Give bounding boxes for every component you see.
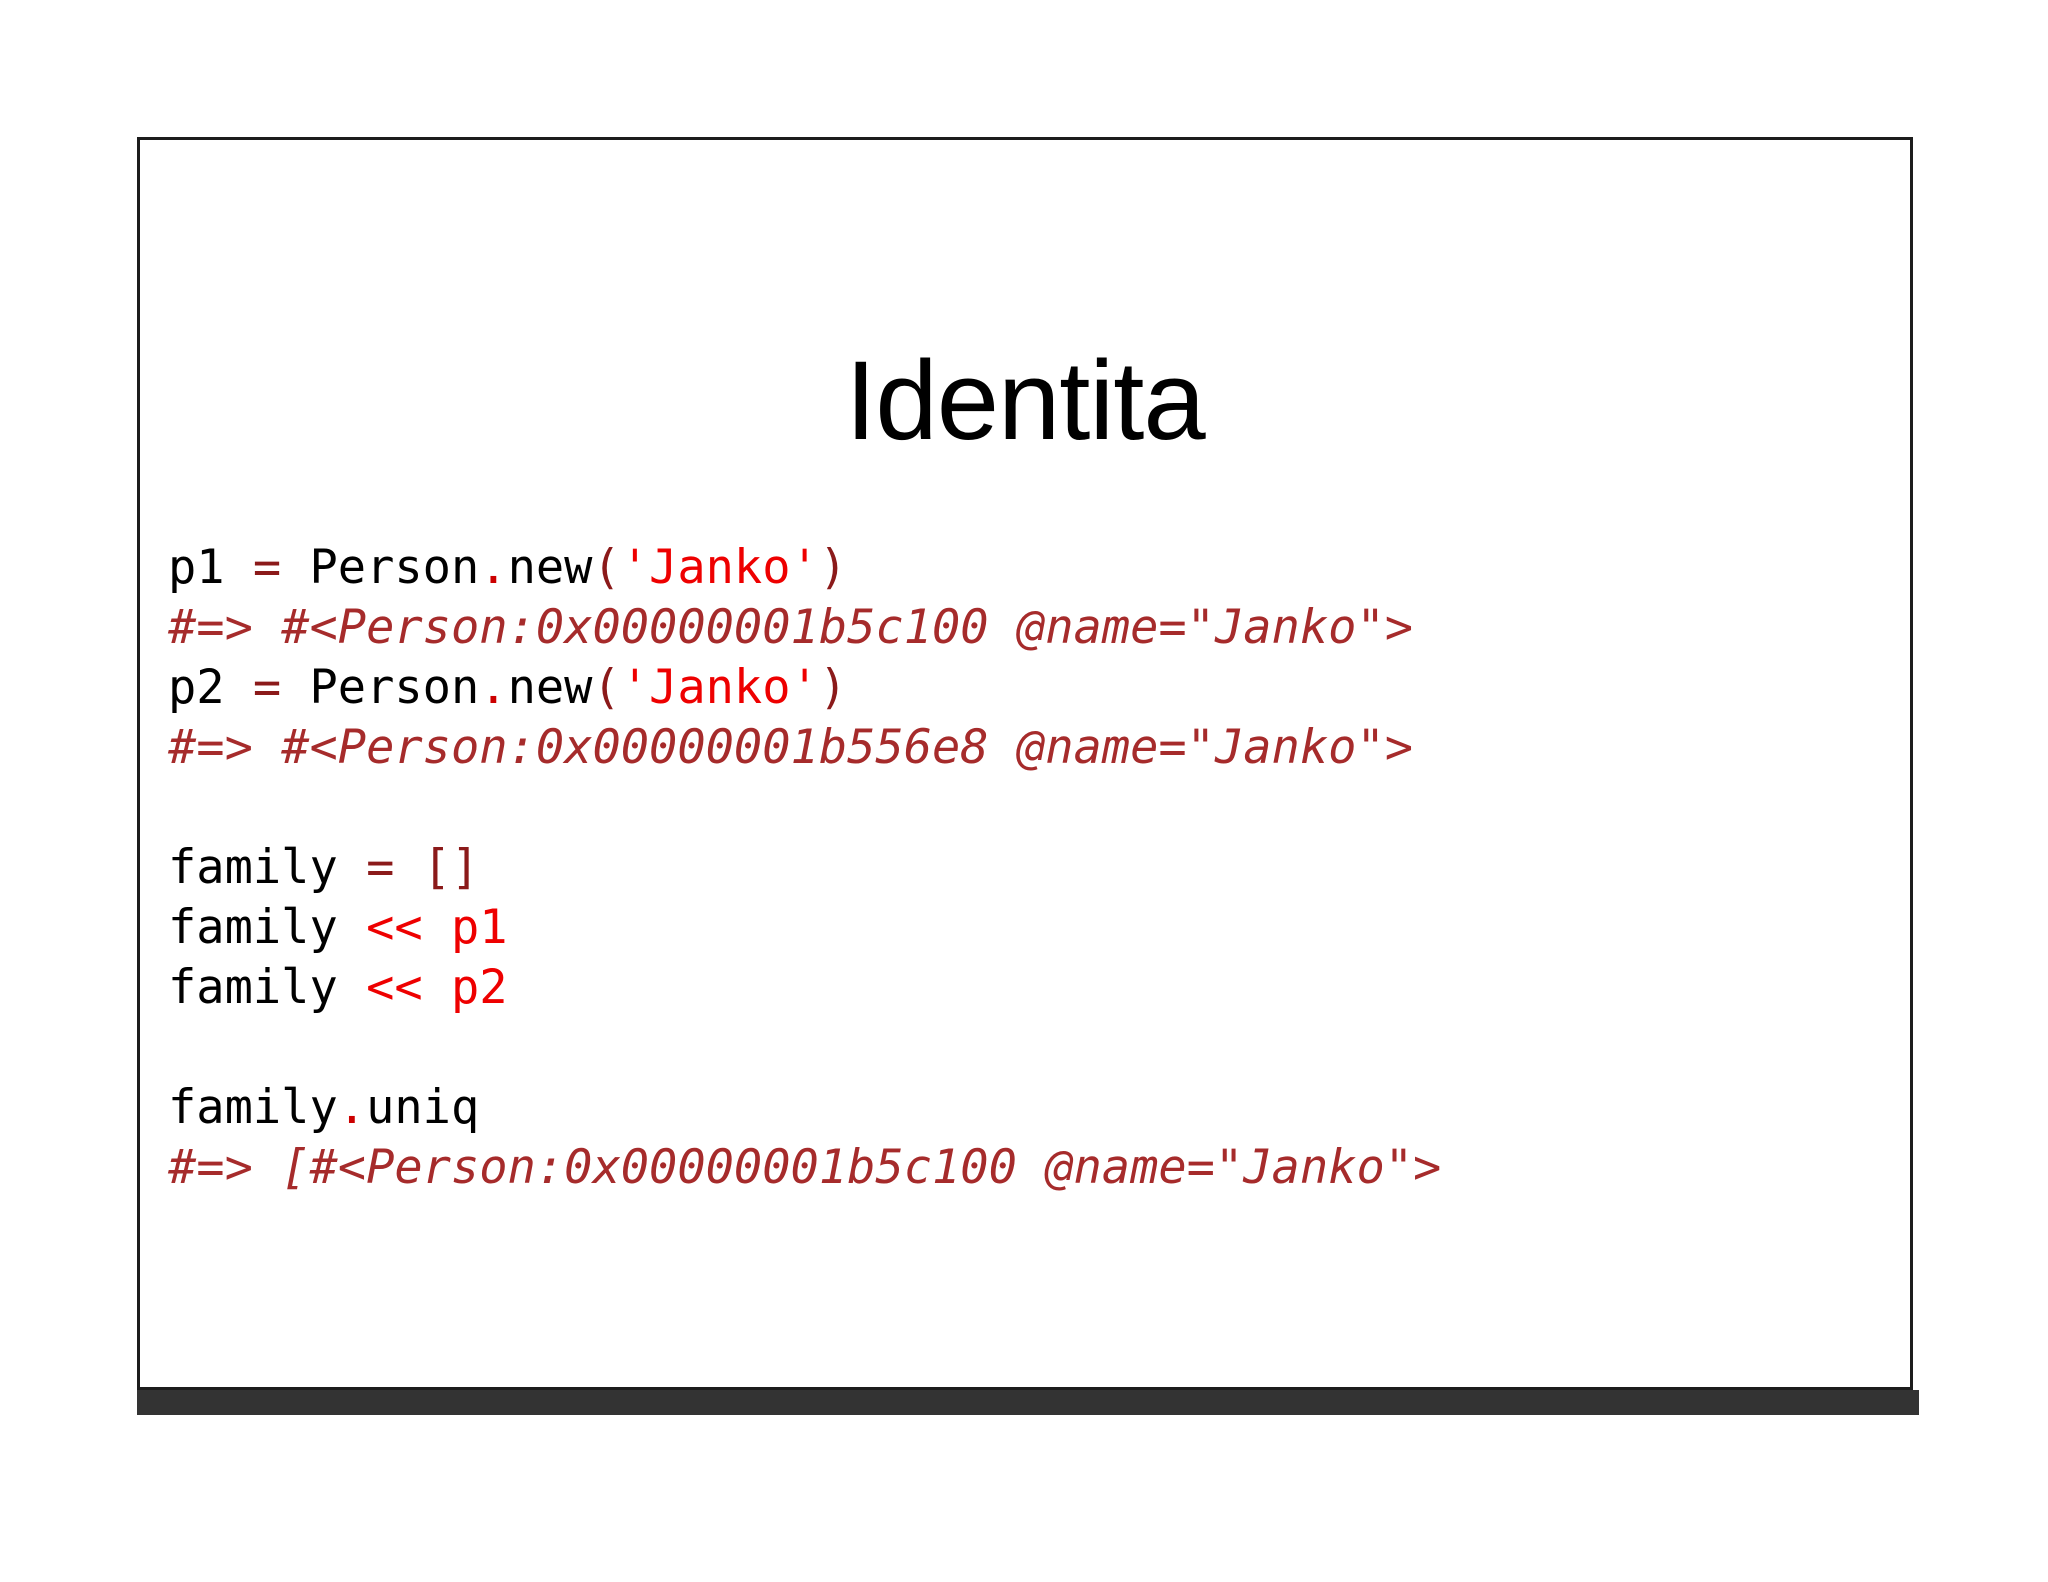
- code-token-plain: family: [168, 900, 367, 955]
- code-token-paren: (: [592, 660, 621, 715]
- code-token-plain: Person: [281, 540, 480, 595]
- code-token-dot: .: [337, 1080, 367, 1135]
- code-token-dot: .: [479, 660, 508, 715]
- code-token-plain: family: [168, 840, 367, 895]
- code-token-plain: p2: [168, 660, 253, 715]
- code-line: #=> #<Person:0x00000001b5c100 @name="Jan…: [168, 598, 1910, 658]
- code-line: p2 = Person.new('Janko'): [168, 658, 1910, 718]
- code-token-ident: <<: [366, 900, 423, 955]
- code-line: family << p1: [168, 898, 1910, 958]
- code-token-dot: .: [479, 540, 508, 595]
- code-line: #=> [#<Person:0x00000001b5c100 @name="Ja…: [168, 1138, 1910, 1198]
- code-token-str: 'Janko': [620, 660, 819, 715]
- code-token-paren: ): [818, 540, 848, 595]
- code-token-plain: new: [507, 540, 593, 595]
- code-token-str: 'Janko': [620, 540, 819, 595]
- slide-bottom-bar: [137, 1390, 1919, 1415]
- code-token-op: =: [252, 660, 282, 715]
- code-token-comment: #=> [#<Person:0x00000001b5c100 @name="Ja…: [168, 1140, 1442, 1195]
- code-token-plain: family: [168, 960, 367, 1015]
- code-token-plain: p1: [168, 540, 253, 595]
- code-token-op: =: [252, 540, 282, 595]
- code-token-op: =: [366, 840, 395, 895]
- slide-card: Identita p1 = Person.new('Janko')#=> #<P…: [137, 137, 1913, 1390]
- code-token-plain: family: [168, 1080, 338, 1135]
- code-block: p1 = Person.new('Janko')#=> #<Person:0x0…: [168, 538, 1910, 1198]
- code-token-plain: Person: [281, 660, 480, 715]
- code-line-blank: [168, 1018, 1910, 1078]
- code-token-paren: (: [592, 540, 621, 595]
- code-token-ident: p2: [450, 960, 508, 1015]
- code-token-comment: #=> #<Person:0x00000001b5c100 @name="Jan…: [168, 600, 1414, 655]
- code-token-paren: ): [818, 660, 848, 715]
- code-token-plain: [394, 840, 422, 895]
- code-token-plain: [423, 960, 451, 1015]
- code-line: family = []: [168, 838, 1910, 898]
- code-line: family.uniq: [168, 1078, 1910, 1138]
- code-token-plain: uniq: [366, 1080, 480, 1135]
- code-line: p1 = Person.new('Janko'): [168, 538, 1910, 598]
- code-token-plain: [423, 900, 451, 955]
- code-token-op: []: [422, 840, 480, 895]
- code-token-comment: #=> #<Person:0x00000001b556e8 @name="Jan…: [168, 720, 1414, 775]
- code-token-ident: p1: [450, 900, 508, 955]
- code-token-ident: <<: [366, 960, 423, 1015]
- code-line: family << p2: [168, 958, 1910, 1018]
- code-token-plain: new: [507, 660, 593, 715]
- code-line: #=> #<Person:0x00000001b556e8 @name="Jan…: [168, 718, 1910, 778]
- code-line-blank: [168, 778, 1910, 838]
- page-title: Identita: [845, 338, 1205, 463]
